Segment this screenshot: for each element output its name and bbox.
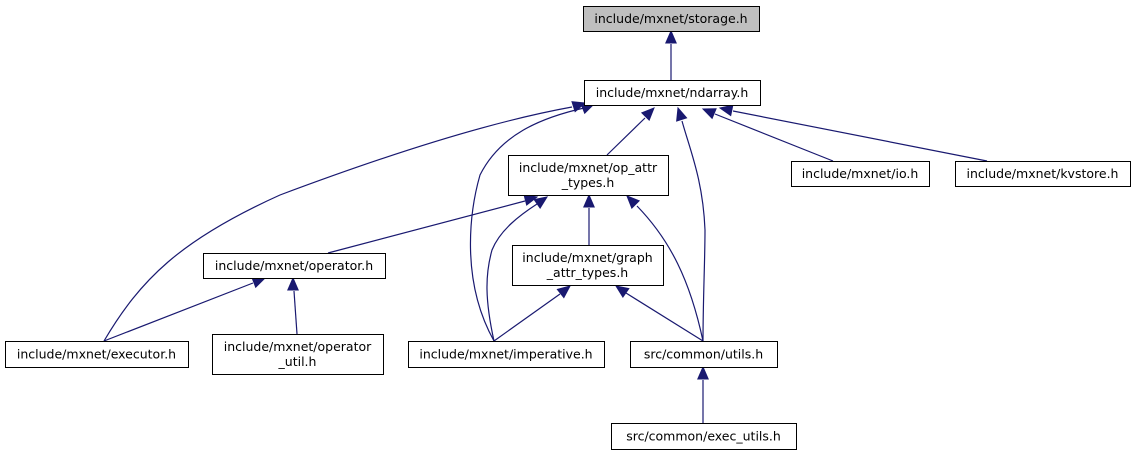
node-operator_util[interactable]: include/mxnet/operator_util.h — [212, 334, 384, 375]
arrow-head-icon — [701, 108, 717, 120]
edge-io-to-ndarray — [701, 108, 834, 162]
node-label[interactable]: include/mxnet/op_attr — [519, 160, 658, 175]
edge-operator_util-to-operator — [287, 276, 299, 335]
edge-op_attr-to-ndarray — [606, 107, 655, 156]
arrow-head-icon — [697, 365, 709, 380]
edge-imperative-to-graph_attr — [493, 285, 571, 342]
node-imperative[interactable]: include/mxnet/imperative.h — [408, 341, 605, 368]
edge-executor-to-operator — [103, 276, 267, 342]
arrow-head-icon — [676, 106, 688, 122]
node-label[interactable]: include/mxnet/ndarray.h — [596, 85, 749, 100]
edge-operator-to-op_attr — [327, 194, 539, 254]
node-label[interactable]: src/common/exec_utils.h — [626, 429, 781, 444]
node-label[interactable]: include/mxnet/imperative.h — [419, 347, 592, 362]
arrow-head-icon — [287, 276, 299, 291]
edge-ndarray-to-storage — [665, 29, 677, 80]
node-box[interactable] — [584, 80, 761, 106]
node-box[interactable] — [630, 341, 778, 368]
node-label[interactable]: include/mxnet/graph — [522, 250, 652, 265]
edge-line — [327, 200, 526, 254]
arrow-head-icon — [626, 195, 641, 210]
node-label[interactable]: include/mxnet/storage.h — [594, 11, 747, 26]
edge-line — [714, 113, 834, 162]
edge-line — [469, 107, 585, 342]
node-kvstore[interactable]: include/mxnet/kvstore.h — [955, 161, 1131, 187]
edge-imperative-to-op_attr — [486, 196, 549, 342]
edge-line — [103, 106, 573, 342]
edge-line — [293, 290, 298, 335]
node-label[interactable]: _types.h — [561, 175, 615, 190]
arrow-head-icon — [556, 285, 571, 299]
arrow-head-icon — [640, 107, 655, 122]
node-label[interactable]: src/common/utils.h — [644, 347, 763, 362]
node-box[interactable] — [955, 161, 1131, 187]
edge-line — [732, 110, 988, 162]
edge-line — [625, 292, 704, 342]
arrow-head-icon — [614, 285, 630, 299]
edge-line — [636, 205, 704, 342]
node-executor[interactable]: include/mxnet/executor.h — [5, 341, 189, 368]
node-box[interactable] — [5, 341, 189, 368]
edge-utils-to-op_attr — [626, 195, 704, 342]
node-label[interactable]: include/mxnet/operator.h — [215, 258, 373, 273]
edge-line — [103, 282, 254, 342]
edge-kvstore-to-ndarray — [718, 104, 988, 162]
node-exec_utils[interactable]: src/common/exec_utils.h — [611, 423, 797, 450]
edge-line — [681, 120, 706, 342]
node-label[interactable]: _attr_types.h — [546, 265, 628, 280]
node-storage[interactable]: include/mxnet/storage.h — [583, 6, 760, 32]
arrow-head-icon — [583, 193, 595, 208]
nodes-layer: include/mxnet/storage.h include/mxnet/nda… — [5, 6, 1131, 450]
node-op_attr[interactable]: include/mxnet/op_attr_types.h — [508, 155, 669, 196]
edge-line — [486, 203, 538, 342]
node-label[interactable]: include/mxnet/kvstore.h — [967, 166, 1119, 181]
edge-graph_attr-to-op_attr — [583, 193, 595, 245]
node-box[interactable] — [203, 253, 386, 279]
arrow-head-icon — [718, 104, 734, 117]
arrow-head-icon — [665, 29, 677, 44]
node-io[interactable]: include/mxnet/io.h — [791, 161, 930, 187]
node-graph_attr[interactable]: include/mxnet/graph_attr_types.h — [512, 245, 664, 286]
edges-layer — [103, 29, 988, 423]
arrow-head-icon — [533, 196, 549, 210]
node-label[interactable]: _util.h — [278, 354, 317, 369]
edge-line — [493, 293, 561, 342]
node-box[interactable] — [611, 423, 797, 450]
edge-imperative-to-ndarray — [469, 102, 596, 342]
node-operator[interactable]: include/mxnet/operator.h — [203, 253, 386, 279]
node-label[interactable]: include/mxnet/executor.h — [17, 347, 176, 362]
node-box[interactable] — [512, 245, 664, 286]
edge-utils-to-graph_attr — [614, 285, 704, 342]
node-ndarray[interactable]: include/mxnet/ndarray.h — [584, 80, 761, 106]
node-box[interactable] — [791, 161, 930, 187]
edge-utils-to-ndarray — [676, 106, 706, 342]
node-box[interactable] — [583, 6, 760, 32]
node-label[interactable]: include/mxnet/operator — [224, 339, 372, 354]
edge-exec_utils-to-utils — [697, 365, 709, 423]
node-utils[interactable]: src/common/utils.h — [630, 341, 778, 368]
node-box[interactable] — [508, 155, 669, 196]
node-box[interactable] — [408, 341, 605, 368]
edge-line — [606, 117, 646, 156]
node-box[interactable] — [212, 334, 384, 375]
node-label[interactable]: include/mxnet/io.h — [802, 166, 919, 181]
